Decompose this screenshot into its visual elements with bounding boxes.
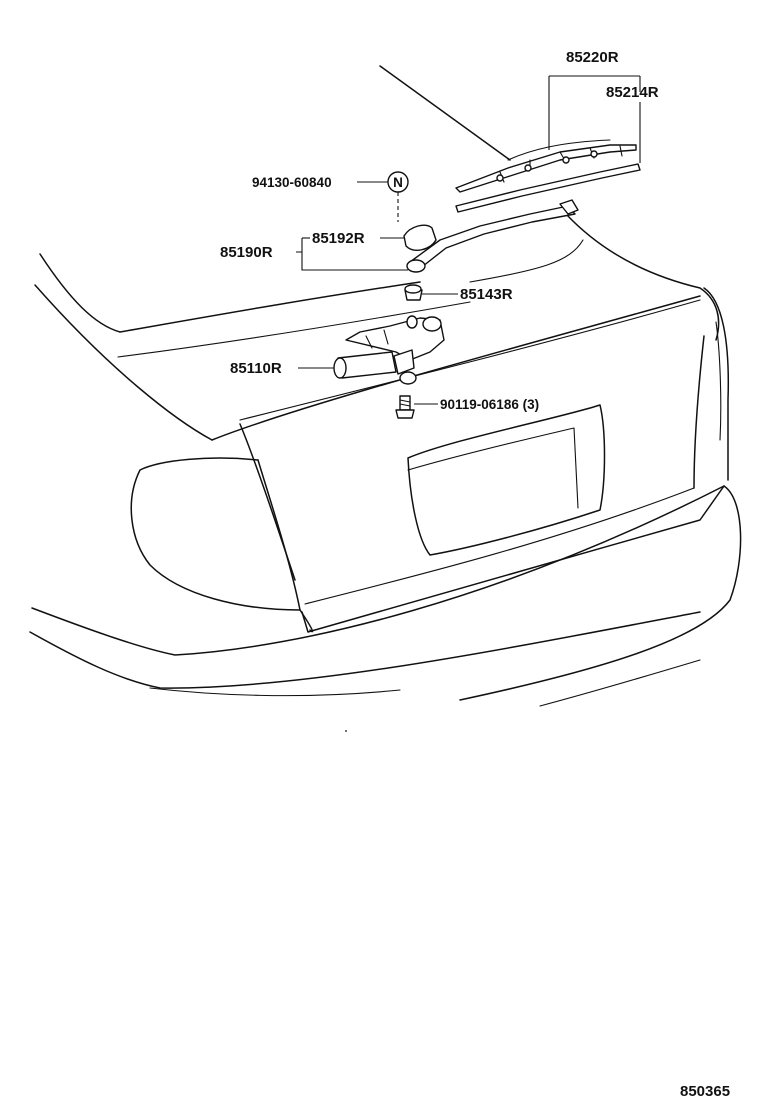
nut-n-label: N [393,175,403,190]
label-94130-60840: 94130-60840 [252,175,332,190]
bolt-90119-06186 [395,395,415,419]
label-85190R: 85190R [220,244,273,261]
part-labels: 85220R 85214R 94130-60840 85192R 85190R … [220,49,730,1100]
wiper-arm-85190R [406,199,579,273]
grommet-85143R [404,284,423,301]
wiper-blade-85220R [455,139,637,193]
label-85220R: 85220R [566,49,619,66]
label-85192R: 85192R [312,230,365,247]
blade-rubber-85214R [455,163,641,213]
label-85110R: 85110R [230,360,282,377]
nut-n-symbol: N [387,171,409,193]
car-body [29,65,742,732]
arm-cap-85192R [403,224,437,251]
label-85214R: 85214R [606,84,659,101]
label-85143R: 85143R [460,286,513,303]
wiper-motor-85110R [333,315,445,385]
label-90119-06186: 90119-06186 (3) [440,397,539,412]
leader-lines [296,75,641,405]
figure-number: 850365 [680,1083,730,1100]
